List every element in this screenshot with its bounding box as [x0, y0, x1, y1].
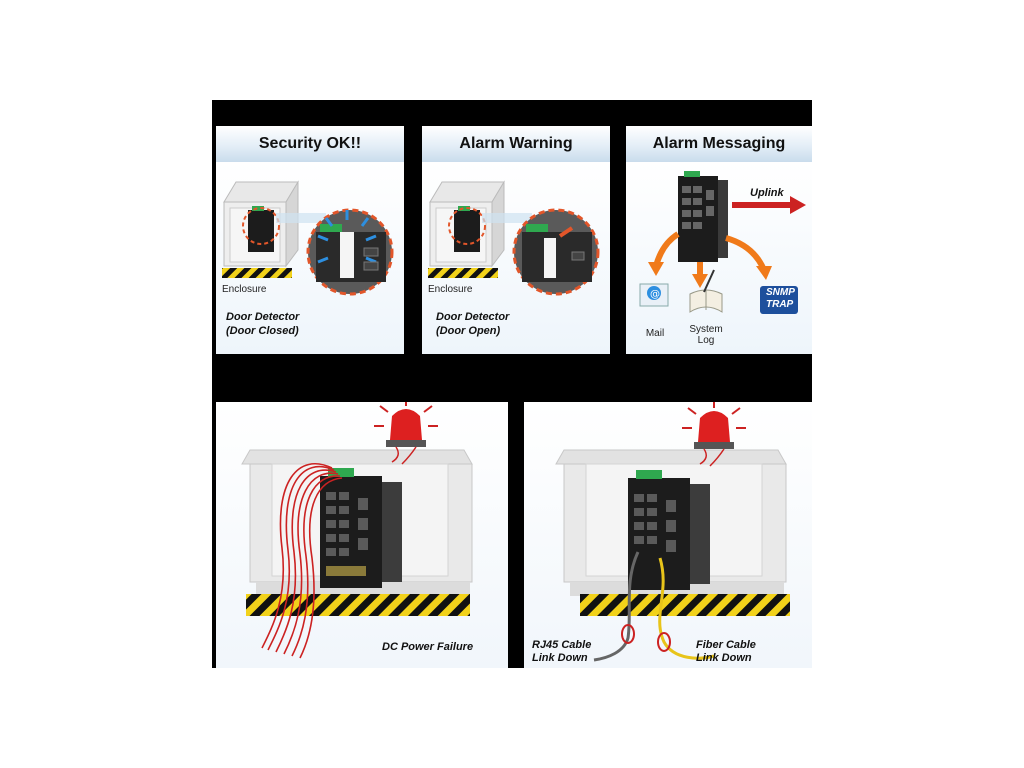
system-log-icon: [689, 269, 723, 313]
link-down-illustration: [555, 402, 790, 662]
diagram-frame: Security OK!!: [212, 100, 812, 668]
panel-alarm-messaging: Alarm Messaging: [626, 126, 812, 354]
switch-icon: [678, 171, 728, 262]
switch-icon: [628, 470, 710, 590]
caption-line1: Door Detector: [226, 311, 300, 323]
syslog-label-line2: Log: [697, 335, 715, 346]
door-detector-open-illustration: [428, 180, 600, 296]
panel-security-ok: Security OK!!: [216, 126, 404, 354]
mail-icon: @: [639, 283, 669, 307]
snmp-label-line2: TRAP: [766, 299, 794, 310]
panel-body: @ Uplink Mail System Log SNMP TRAP: [626, 162, 812, 354]
panel-body: Enclosure Door Detector (Door Open): [422, 162, 610, 354]
caption-line1: Door Detector: [436, 311, 510, 323]
switch-icon: [248, 206, 274, 252]
alarm-messaging-illustration: @: [639, 171, 806, 314]
panel-title: Security OK!!: [216, 126, 404, 162]
rj45-caption-line1: RJ45 Cable: [532, 639, 592, 651]
panel-power-failure: DC Power Failure: [216, 402, 508, 668]
panel-link-down: RJ45 Cable Link Down Fiber Cable Link Do…: [524, 402, 812, 668]
rj45-caption-line2: Link Down: [532, 652, 588, 664]
panel-title: Alarm Warning: [422, 126, 610, 162]
snmp-trap-icon: [760, 286, 798, 314]
syslog-label-line1: System: [689, 324, 723, 335]
door-detector-icon: [512, 208, 600, 296]
alarm-light-icon: [682, 402, 746, 467]
svg-text:@: @: [650, 289, 660, 300]
alarm-light-icon: [374, 402, 438, 465]
enclosure-label: Enclosure: [428, 284, 473, 295]
snmp-label-line1: SNMP: [766, 287, 795, 298]
fiber-caption-line2: Link Down: [696, 652, 752, 664]
power-failure-illustration: [241, 402, 473, 659]
switch-icon: [454, 206, 480, 252]
enclosure-label: Enclosure: [222, 284, 267, 295]
panel-title: Alarm Messaging: [626, 126, 812, 162]
power-failure-caption: DC Power Failure: [382, 641, 474, 653]
uplink-arrow-icon: [732, 196, 806, 214]
caption-line2: (Door Closed): [226, 325, 299, 337]
door-detector-icon: [306, 208, 394, 296]
panel-alarm-warning: Alarm Warning: [422, 126, 610, 354]
caption-line2: (Door Open): [436, 325, 501, 337]
uplink-label: Uplink: [750, 187, 784, 199]
switch-icon: [320, 468, 402, 588]
mail-label: Mail: [645, 328, 665, 339]
fiber-caption-line1: Fiber Cable: [696, 639, 756, 651]
door-detector-closed-illustration: [222, 180, 394, 296]
panel-body: Enclosure Door Detector (Door Closed): [216, 162, 404, 354]
